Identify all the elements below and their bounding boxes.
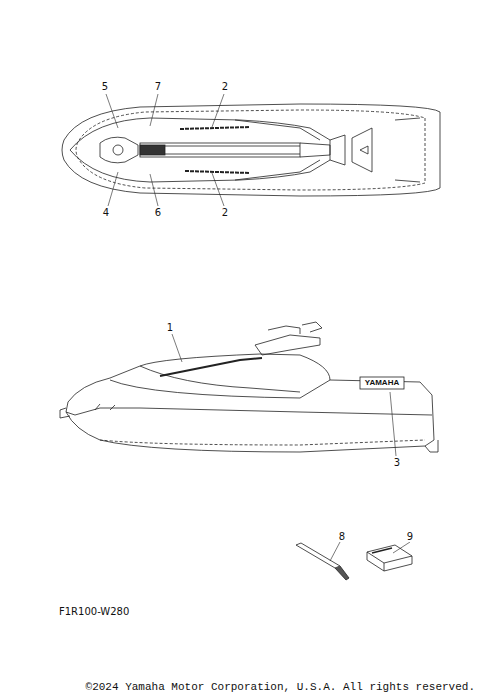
copyright-note: ©2024 Yamaha Motor Corporation, U.S.A. A… — [85, 682, 476, 693]
callout-number: 6 — [154, 208, 162, 218]
callout-number: 5 — [101, 82, 109, 92]
callout-number: 8 — [338, 532, 346, 542]
callout-number: 7 — [154, 82, 162, 92]
callout-number: 4 — [102, 208, 110, 218]
callout-number: 9 — [406, 532, 414, 542]
callout-number: 1 — [166, 323, 174, 333]
diagram-code: F1R100-W280 — [58, 607, 130, 617]
side-view — [60, 322, 438, 452]
callout-number: 3 — [393, 458, 401, 468]
accessories — [296, 543, 412, 580]
callout-number: 2 — [221, 82, 229, 92]
callout-number: 2 — [221, 208, 229, 218]
top-view — [62, 104, 440, 196]
hull-decal: YAMAHA — [364, 379, 400, 387]
